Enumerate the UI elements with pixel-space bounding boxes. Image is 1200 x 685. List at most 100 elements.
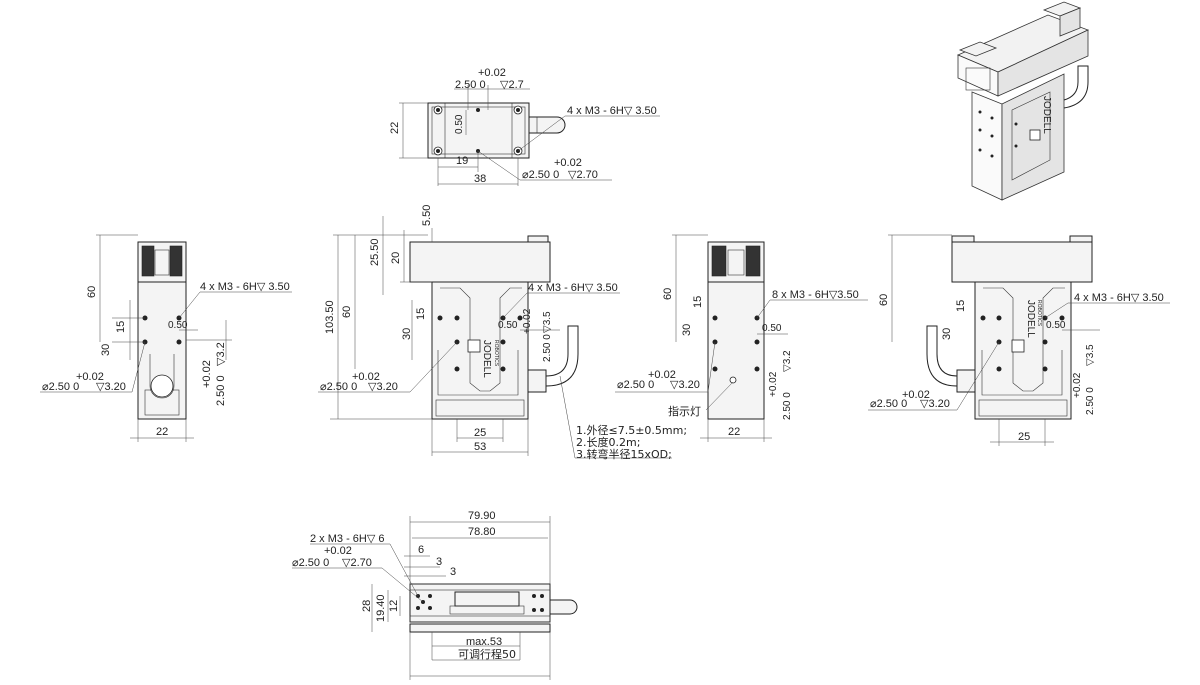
top-view-dim-19: 19 [456, 155, 468, 167]
back-view-hole: ⌀2.50 0 [870, 398, 907, 410]
right-view-dim-15: 15 [692, 296, 704, 308]
top-view-hole-bottom: ⌀2.50 0 [522, 169, 559, 181]
front-view-logo-sub: ROBOTICS [493, 340, 499, 367]
right-view-side-hole: 2.50 0 [782, 392, 793, 420]
back-view-side-depth: ▽3.5 [1085, 344, 1096, 366]
front-view-hole: ⌀2.50 0 [320, 381, 357, 393]
front-view-dim-60: 60 [341, 306, 353, 318]
bottom-view-dim-28: 28 [361, 600, 373, 612]
bottom-view-dim-7990: 79.90 [468, 510, 496, 522]
left-view-dim-22: 22 [156, 426, 168, 438]
front-view-dim-53: 53 [474, 441, 486, 453]
bottom-view-dim-3b: 3 [450, 566, 456, 578]
bottom-view-dim-1940: 19.40 [375, 594, 387, 622]
back-view-cable [926, 325, 958, 387]
left-view-hole: ⌀2.50 0 [42, 381, 79, 393]
back-view-logo: JODELL ROBOTICS [1011, 300, 1042, 353]
front-view-dim-050: 0.50 [498, 320, 518, 331]
right-view-body [707, 281, 765, 420]
top-view-dim-38: 38 [474, 173, 486, 185]
left-view-depth: ▽3.20 [96, 381, 126, 393]
right-view-side-depth: ▽3.2 [782, 350, 793, 372]
left-view-side-depth: ▽3.2 [215, 342, 227, 366]
right-side-view: 60 15 30 8 x M3 - 6H▽3.50 0.50 +0.02 ⌀2.… [615, 234, 868, 442]
front-view-note-3: 3.转弯半径15xOD; [576, 447, 672, 461]
right-view-dim-60: 60 [662, 288, 674, 300]
back-view-logo-sub: ROBOTICS [1036, 300, 1042, 327]
back-view-logo-text: JODELL [1025, 300, 1036, 338]
front-view-dim-15: 15 [415, 308, 427, 320]
left-view-dim-30: 30 [100, 344, 112, 356]
back-view-dim-25: 25 [1018, 431, 1030, 443]
back-view-connector [956, 369, 976, 393]
left-view-dim-15: 15 [115, 321, 127, 333]
bottom-view-hole: ⌀2.50 0 [292, 557, 329, 569]
top-view: 22 +0.02 2.50 0 ▽2.7 0.50 19 38 +0.02 ⌀2… [389, 67, 660, 186]
isometric-view: JODELL [956, 1, 1090, 201]
front-view-side-depth: ▽3.5 [542, 311, 553, 333]
left-view-dim-050: 0.50 [168, 320, 188, 331]
front-view-connector [527, 369, 547, 393]
right-view-dim-22: 22 [728, 426, 740, 438]
top-view-tol-bottom: +0.02 [554, 157, 582, 169]
top-view-cable-stub [528, 116, 566, 134]
back-view-thread-callout: 4 x M3 - 6H▽ 3.50 [1074, 292, 1164, 304]
bottom-view-depth: ▽2.70 [342, 557, 372, 569]
right-view-dim-30: 30 [681, 324, 693, 336]
front-view-dim-2550: 25.50 [369, 238, 381, 266]
front-view-side-hole: 2.50 0 [542, 334, 553, 362]
right-view-depth: ▽3.20 [670, 379, 700, 391]
left-view-tol: +0.02 [76, 371, 104, 383]
front-view-logo-text: JODELL [481, 340, 492, 378]
front-view-side-tol: +0.02 [522, 308, 533, 334]
back-view-side-hole: 2.50 0 [1085, 387, 1096, 415]
back-view-tol: +0.02 [902, 389, 930, 401]
bottom-view-max-stroke: max.53 [466, 636, 502, 648]
front-view-depth: ▽3.20 [368, 381, 398, 393]
right-view-indicator-label: 指示灯 [668, 404, 701, 418]
left-view-thread-callout: 4 x M3 - 6H▽ 3.50 [200, 281, 290, 293]
front-view-note-2: 2.长度0.2m; [576, 435, 640, 449]
left-side-view: 60 15 30 4 x M3 - 6H▽ 3.50 0.50 +0.02 ⌀2… [40, 234, 292, 442]
front-view: JODELL ROBOTICS 103.50 60 25.50 20 5.50 … [318, 205, 687, 461]
left-view-side-tol: +0.02 [201, 360, 213, 388]
back-view-dim-15: 15 [955, 300, 967, 312]
back-view: JODELL ROBOTICS 60 15 30 4 x M3 - 6H▽ 3.… [868, 234, 1170, 446]
bottom-view-dim-12: 12 [388, 600, 400, 612]
front-view-dim-20: 20 [390, 252, 402, 264]
bottom-view: 79.90 78.80 2 x M3 - 6H▽ 6 +0.02 ⌀2.50 0… [292, 510, 578, 680]
top-view-tol-top: +0.02 [478, 67, 506, 79]
top-view-hole-top: 2.50 0 [455, 79, 486, 91]
back-view-holes [980, 315, 1065, 372]
bottom-view-tol: +0.02 [324, 545, 352, 557]
front-view-dim-30: 30 [401, 328, 413, 340]
bottom-view-dim-6: 6 [418, 544, 424, 556]
indicator-light-icon [729, 376, 737, 384]
iso-holes [978, 110, 1018, 158]
left-view-dim-60: 60 [86, 286, 98, 298]
top-view-dim-050: 0.50 [454, 114, 465, 134]
front-view-dim-10350: 103.50 [324, 300, 336, 334]
back-view-dim-30: 30 [941, 328, 953, 340]
top-view-depth-bottom: ▽2.70 [568, 169, 598, 181]
back-view-dim-60: 60 [878, 294, 890, 306]
bottom-view-adjustable-stroke: 可调行程50 [458, 648, 516, 661]
bottom-view-thread-callout: 2 x M3 - 6H▽ 6 [310, 533, 384, 545]
top-view-depth-top: ▽2.7 [500, 79, 524, 91]
front-view-tol: +0.02 [352, 371, 380, 383]
bottom-view-dim-7880: 78.80 [468, 526, 496, 538]
front-view-note-1: 1.外径≤7.5±0.5mm; [576, 424, 687, 437]
front-view-cable [545, 325, 579, 387]
bottom-view-dim-3a: 3 [436, 556, 442, 568]
back-view-side-tol: +0.02 [1072, 372, 1083, 398]
iso-logo-text: JODELL [1041, 96, 1052, 134]
left-view-side-hole: 2.50 0 [215, 375, 227, 406]
front-view-logo: JODELL ROBOTICS [467, 339, 499, 378]
front-view-dim-25: 25 [474, 427, 486, 439]
right-view-side-tol: +0.02 [768, 371, 779, 397]
top-view-thread-callout: 4 x M3 - 6H▽ 3.50 [567, 105, 657, 117]
right-view-tol: +0.02 [648, 369, 676, 381]
front-view-dim-550: 5.50 [421, 205, 433, 226]
right-view-dim-050: 0.50 [762, 323, 782, 334]
